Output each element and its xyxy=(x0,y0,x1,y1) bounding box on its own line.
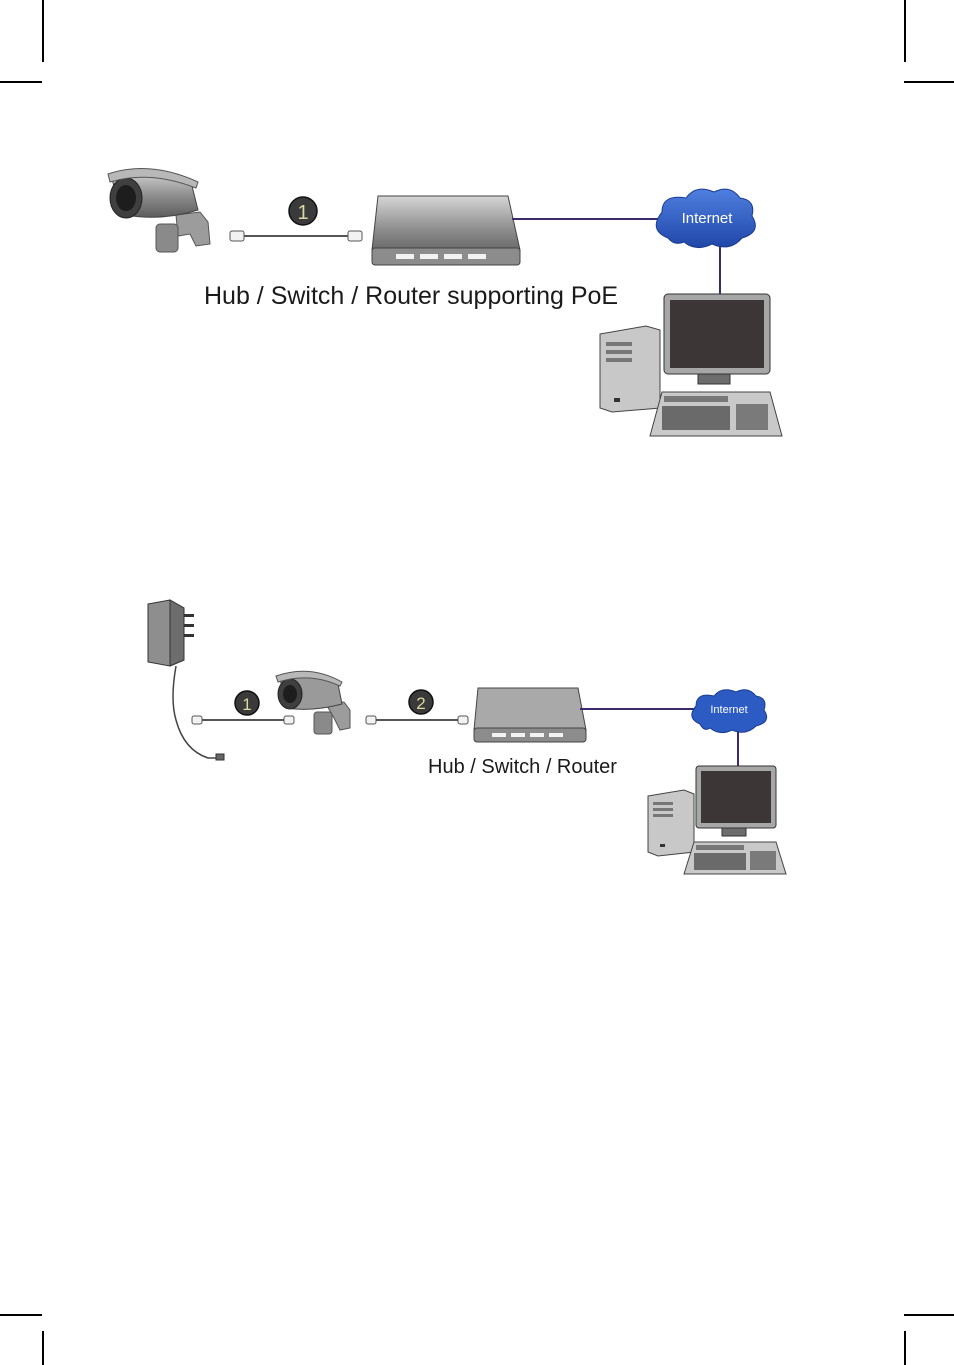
internet-label: Internet xyxy=(710,704,747,716)
crop-mark-bottom-left-horizontal xyxy=(0,1314,42,1316)
crop-mark-bottom-left-vertical xyxy=(42,1331,44,1365)
switch-label: Hub / Switch / Router xyxy=(428,756,617,779)
ip-camera-icon xyxy=(108,169,210,252)
ip-camera-icon xyxy=(276,671,350,734)
ethernet-cable-2 xyxy=(366,716,468,724)
step-badge-2-number: 2 xyxy=(416,694,425,713)
crop-mark-bottom-right-vertical xyxy=(904,1331,906,1365)
ethernet-cable-1 xyxy=(192,716,294,724)
crop-mark-bottom-right-horizontal xyxy=(904,1314,954,1316)
internet-label: Internet xyxy=(682,210,734,227)
step-badge-1-number: 1 xyxy=(297,202,308,224)
diagram-poe: 1 Internet xyxy=(0,0,954,460)
computer-icon xyxy=(600,294,782,436)
internet-cloud-icon: Internet xyxy=(656,189,755,247)
step-badge-1-number: 1 xyxy=(242,695,251,714)
diagram-adapter: 1 2 xyxy=(0,590,954,890)
internet-cloud-icon: Internet xyxy=(692,690,767,733)
step-badge-1: 1 xyxy=(289,197,317,225)
switch-icon xyxy=(474,688,586,742)
step-badge-2: 2 xyxy=(409,690,433,714)
power-adapter-icon xyxy=(148,600,224,760)
step-badge-1: 1 xyxy=(235,691,259,715)
diagram-poe-graphic: 1 Internet xyxy=(0,0,954,460)
diagram-adapter-graphic: 1 2 xyxy=(0,590,954,890)
poe-switch-label: Hub / Switch / Router supporting PoE xyxy=(204,282,618,311)
poe-switch-icon xyxy=(372,196,520,265)
computer-icon xyxy=(648,766,786,874)
ethernet-cable-1 xyxy=(230,231,362,241)
